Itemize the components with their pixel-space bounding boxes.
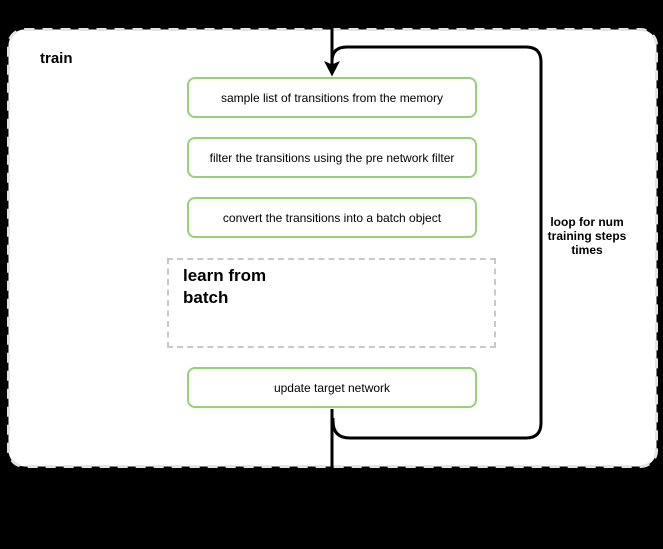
step-update-target-network-label: update target network [273,380,391,395]
arrow-down-icon [324,61,340,77]
train-container-label: train [40,50,73,67]
learn-from-batch-label-line2: batch [183,288,229,307]
learn-from-batch-box: learn from batch [167,258,496,348]
step-update-target-network: update target network [187,367,477,408]
loop-rect [330,45,543,440]
learn-from-batch-label-line1: learn from [183,266,267,285]
loop-annotation-line3: times [571,243,603,257]
step-filter-transitions: filter the transitions using the pre net… [187,137,477,178]
step-sample-transitions-label: sample list of transitions from the memo… [220,90,444,105]
step-filter-transitions-label: filter the transitions using the pre net… [209,150,455,165]
loop-annotation-line2: training steps [547,229,627,243]
step-convert-to-batch: convert the transitions into a batch obj… [187,197,477,238]
loop-annotation-line1: loop for num [550,215,624,229]
loop-annotation: loop for num training steps times [538,215,636,257]
step-sample-transitions: sample list of transitions from the memo… [187,77,477,118]
step-convert-to-batch-label: convert the transitions into a batch obj… [222,210,442,225]
